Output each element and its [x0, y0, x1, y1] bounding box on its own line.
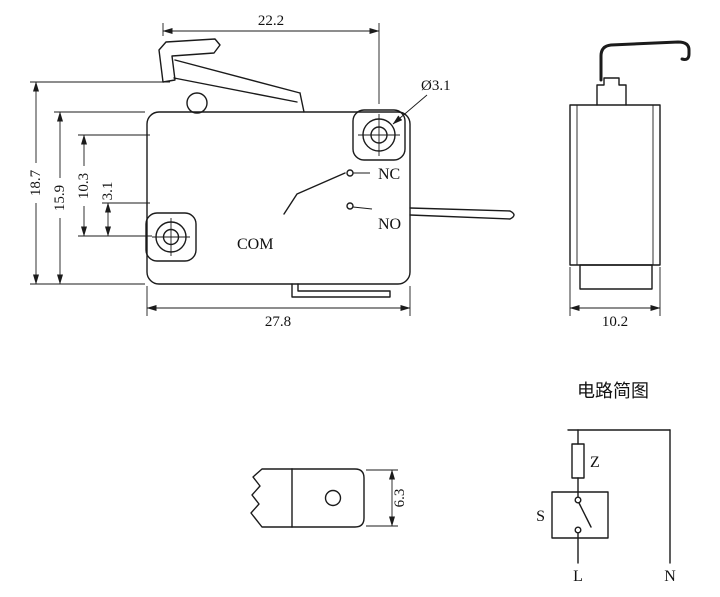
dimension-left-stack: 18.7 15.9 10.3 3.1 — [28, 81, 170, 285]
terminal-l-label: L — [573, 568, 583, 585]
terminal-view: 6.3 — [250, 468, 408, 528]
contact-symbols — [283, 169, 373, 215]
nc-label: NC — [378, 166, 400, 183]
mounting-hole-top — [352, 109, 406, 161]
dim-hole-offset: 3.1 — [100, 182, 116, 201]
lever-pivot — [186, 92, 208, 114]
com-terminal — [291, 283, 391, 298]
dim-total-height: 18.7 — [28, 169, 44, 196]
terminal-break-edge — [250, 468, 293, 528]
dimension-depth: 10.2 — [569, 267, 661, 330]
no-terminal-blade — [409, 207, 515, 220]
side-lever — [599, 40, 691, 82]
dimension-bottom-width: 27.8 — [146, 286, 411, 330]
side-plunger — [596, 77, 627, 106]
hole-diameter-label: Ø3.1 — [421, 78, 451, 94]
dimension-top-width: 22.2 — [162, 13, 380, 104]
switch-box — [551, 491, 609, 539]
no-label: NO — [378, 216, 401, 233]
side-view-base — [579, 264, 653, 290]
terminal-n-label: N — [664, 568, 676, 585]
resistor-symbol — [571, 443, 585, 479]
terminal-plate — [291, 468, 365, 528]
terminal-hole — [324, 489, 342, 507]
lever-arm — [158, 38, 305, 114]
switch-blade — [578, 502, 592, 528]
dim-body-height: 15.9 — [52, 185, 68, 211]
dim-depth: 10.2 — [602, 314, 628, 330]
dim-hole-spacing: 10.3 — [76, 173, 92, 199]
dimension-terminal-width: 6.3 — [366, 469, 408, 527]
side-view: 10.2 — [569, 40, 691, 330]
dimension-hole-diameter: Ø3.1 — [392, 78, 451, 125]
switch-contact-top — [574, 496, 582, 504]
front-view: NC NO COM 22.2 Ø3.1 — [28, 13, 515, 330]
switch-body-outline — [146, 111, 411, 285]
switch-s-label: S — [536, 508, 545, 525]
circuit-diagram: 电路简图 Z S L N — [536, 381, 676, 585]
dim-body-width: 27.8 — [265, 314, 291, 330]
com-label: COM — [237, 236, 273, 253]
circuit-title: 电路简图 — [577, 381, 649, 402]
side-view-body — [569, 104, 661, 266]
resistor-z-label: Z — [590, 454, 600, 471]
mounting-hole-bottom — [145, 212, 197, 262]
dim-top-width: 22.2 — [258, 13, 284, 29]
switch-contact-bottom — [574, 526, 582, 534]
dim-terminal-width: 6.3 — [392, 489, 408, 508]
